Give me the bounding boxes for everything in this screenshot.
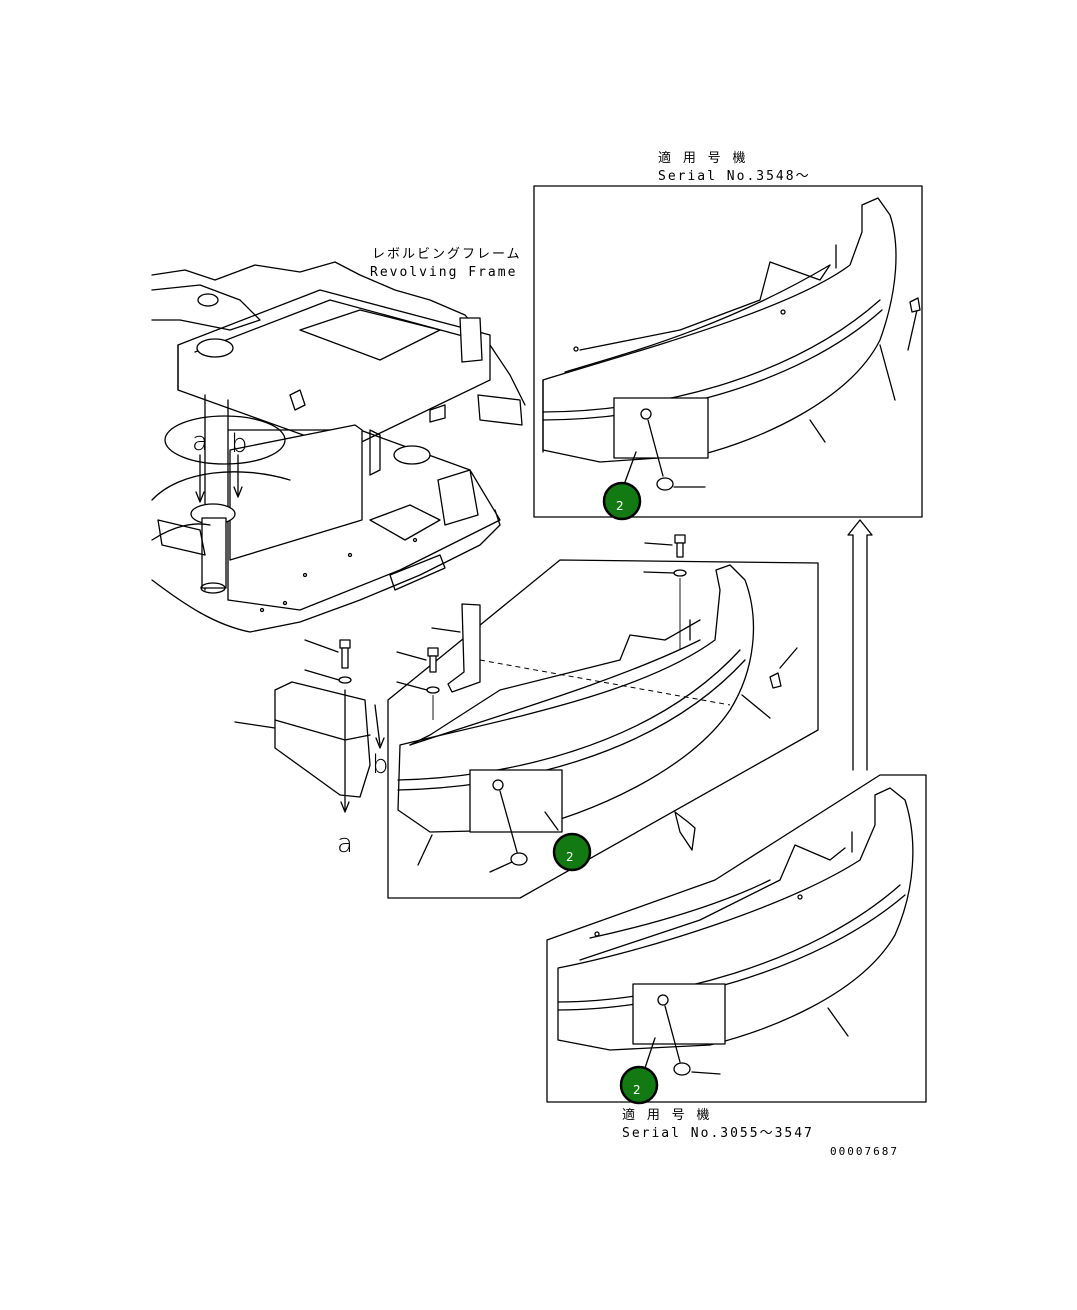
svg-text:2: 2 <box>616 499 624 513</box>
callout-2-bottom[interactable]: 2 <box>619 1065 659 1105</box>
pointer-a-bottom: a <box>337 829 353 859</box>
callout-2-top[interactable]: 2 <box>602 481 642 521</box>
revolving-frame-drawing <box>151 261 526 633</box>
exploded-frame <box>387 559 819 899</box>
bracket-center <box>431 603 731 706</box>
drawing-number: 00007687 <box>830 1145 899 1158</box>
side-cover <box>234 681 696 851</box>
serial-top-jp: 適 用 号 機 <box>658 150 747 166</box>
counterweight-old <box>557 787 914 1076</box>
callout-2-center[interactable]: 2 <box>552 832 592 872</box>
serial-bottom-en: Serial No.3055～3547 <box>622 1126 814 1141</box>
inset-frame-top <box>533 185 923 518</box>
pointer-a-top: a <box>192 427 208 457</box>
inset-frame-bottom <box>546 774 927 1103</box>
revolving-frame-jp: レボルビングフレーム <box>372 247 522 262</box>
up-arrow <box>847 519 873 771</box>
serial-top-en: Serial No.3548～ <box>658 169 811 184</box>
svg-text:2: 2 <box>566 850 574 864</box>
svg-text:2: 2 <box>633 1083 641 1097</box>
revolving-frame-en: Revolving Frame <box>370 265 517 280</box>
counterweight-center <box>397 564 798 873</box>
serial-bottom-jp: 適 用 号 機 <box>622 1107 711 1123</box>
bolt-set-center <box>304 534 687 720</box>
pointer-b-bottom: b <box>372 750 389 780</box>
counterweight-new <box>542 197 921 491</box>
pointer-b-top: b <box>231 429 248 459</box>
